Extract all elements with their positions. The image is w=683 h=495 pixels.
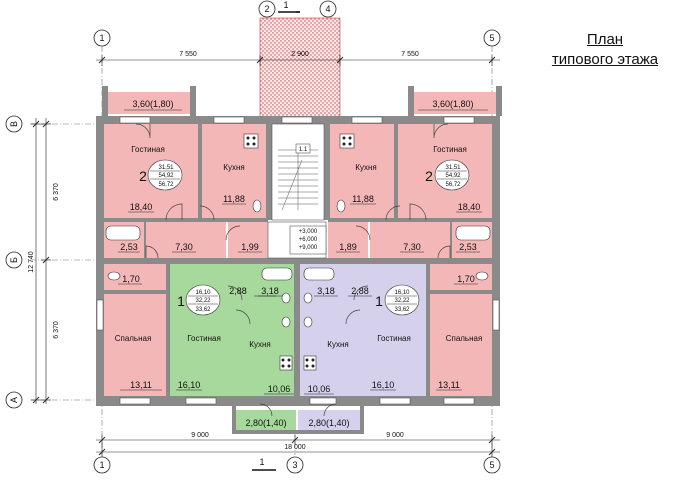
stove-burners — [246, 136, 352, 368]
area-balcony-br: 2,80(1,40) — [308, 418, 349, 428]
stair — [267, 123, 327, 259]
axis-label-5-bottom: 5 — [489, 460, 494, 470]
area-wc-lavender: 3,18 — [317, 286, 335, 296]
apt-right-small-c: 33,62 — [394, 307, 410, 313]
area-hall-r: 7,30 — [403, 242, 421, 252]
room-label-living-lavender: Гостиная — [377, 334, 411, 343]
dim-top-left: 7 550 — [179, 51, 197, 58]
axis-label-2: 2 — [264, 4, 269, 14]
room-label-bedroom-l: Спальная — [115, 334, 152, 343]
dim-bot-total: 18 000 — [284, 444, 306, 451]
dim-left-lower: 6 370 — [53, 321, 60, 339]
axis-label-v: В — [9, 121, 19, 127]
area-kitchen-green: 10,06 — [268, 384, 291, 394]
title-line-2: типового этажа — [551, 51, 659, 68]
area-bath-green: 2,88 — [229, 286, 247, 296]
room-label-bedroom-r: Спальная — [446, 334, 483, 343]
apartment-tags — [147, 159, 470, 316]
area-balcony-tl: 3,60(1,80) — [132, 99, 173, 109]
area-balcony-bl: 2,80(1,40) — [245, 418, 286, 428]
windows — [96, 116, 500, 405]
area-vestibule-r: 1,89 — [339, 242, 357, 252]
stair-mark: 1.1 — [299, 147, 308, 153]
area-living-lavender: 16,10 — [372, 380, 395, 390]
area-hall-l: 7,30 — [175, 242, 193, 252]
axis-label-3: 3 — [292, 460, 297, 470]
apt-right-small-b: 32,22 — [394, 298, 410, 304]
apt-rooms-right-big: 2 — [425, 168, 433, 184]
tag-dividers — [150, 170, 467, 305]
area-bath-l: 2,53 — [120, 242, 138, 252]
axis-label-5-top: 5 — [489, 33, 494, 43]
room-label-living-tl: Гостиная — [131, 145, 165, 154]
area-vestibule-l: 1,99 — [241, 242, 259, 252]
dim-left-upper: 6 370 — [53, 183, 60, 201]
stair-level-1: +3,000 — [299, 229, 318, 235]
room-label-kitchen-tr: Кухня — [355, 163, 376, 172]
title-line-1: План — [586, 31, 624, 48]
section-mark-top: 1 — [283, 0, 288, 10]
dim-top-right: 7 550 — [401, 51, 419, 58]
dim-top-mid: 2 900 — [291, 51, 309, 58]
room-label-kitchen-lavender: Кухня — [327, 340, 348, 349]
area-wc-r: 1,70 — [457, 274, 475, 284]
axis-label-1-bottom: 1 — [99, 460, 104, 470]
apt-right-big-c: 56,72 — [445, 182, 461, 188]
section-mark-bottom: 1 — [259, 457, 264, 467]
apt-left-big-b: 54,92 — [158, 173, 174, 179]
area-living-tr: 18,40 — [458, 202, 481, 212]
apt-rooms-right-small: 1 — [375, 293, 383, 309]
area-bedroom-r: 13,11 — [438, 380, 460, 390]
apt-rooms-left-big: 2 — [139, 168, 147, 184]
axis-label-4: 4 — [325, 4, 330, 14]
room-label-kitchen-tl: Кухня — [223, 163, 244, 172]
stair-extension-hatch — [259, 17, 341, 119]
dimension-ticks — [32, 56, 496, 456]
area-living-green: 16,10 — [178, 380, 201, 390]
area-balcony-tr: 3,60(1,80) — [432, 99, 473, 109]
axis-label-a: А — [9, 397, 19, 403]
apt-left-big-c: 56,72 — [158, 182, 174, 188]
door-swings — [135, 123, 451, 417]
area-bedroom-l: 13,11 — [130, 380, 152, 390]
apt-left-big-a: 31,51 — [158, 165, 174, 171]
stair-level-3: +9,000 — [299, 245, 318, 251]
stair-level-2: +6,000 — [299, 237, 318, 243]
apt-left-small-c: 33,62 — [195, 307, 211, 313]
axis-label-1-top: 1 — [99, 33, 104, 43]
axis-bubbles — [5, 0, 501, 474]
room-label-kitchen-green: Кухня — [249, 340, 270, 349]
apt-right-big-a: 31,51 — [445, 165, 461, 171]
area-bath-lavender: 2,88 — [351, 286, 369, 296]
apt-left-small-a: 16,10 — [195, 290, 211, 296]
dim-bot-left: 9 000 — [191, 432, 209, 439]
section-marks — [252, 11, 300, 471]
dim-bot-right: 9 000 — [386, 432, 404, 439]
area-wc-green: 3,18 — [261, 286, 279, 296]
area-kitchen-tr: 11,88 — [352, 194, 374, 204]
area-bath-r: 2,53 — [459, 242, 477, 252]
area-living-tl: 18,40 — [130, 202, 153, 212]
area-kitchen-lavender: 10,06 — [308, 384, 331, 394]
apt-rooms-left-small: 1 — [177, 293, 185, 309]
apt-right-small-a: 16,10 — [394, 290, 410, 296]
area-kitchen-tl: 11,88 — [223, 194, 245, 204]
room-label-living-green: Гостиная — [187, 334, 221, 343]
area-wc-l: 1,70 — [122, 274, 140, 284]
apt-left-small-b: 32,22 — [195, 298, 211, 304]
axis-label-b: Б — [9, 257, 19, 263]
drawing-title: План типового этажа — [530, 30, 680, 70]
apt-right-big-b: 54,92 — [445, 173, 461, 179]
area-underlines — [118, 109, 488, 395]
dim-left-total: 12 740 — [28, 251, 35, 273]
room-label-living-tr: Гостиная — [433, 145, 467, 154]
